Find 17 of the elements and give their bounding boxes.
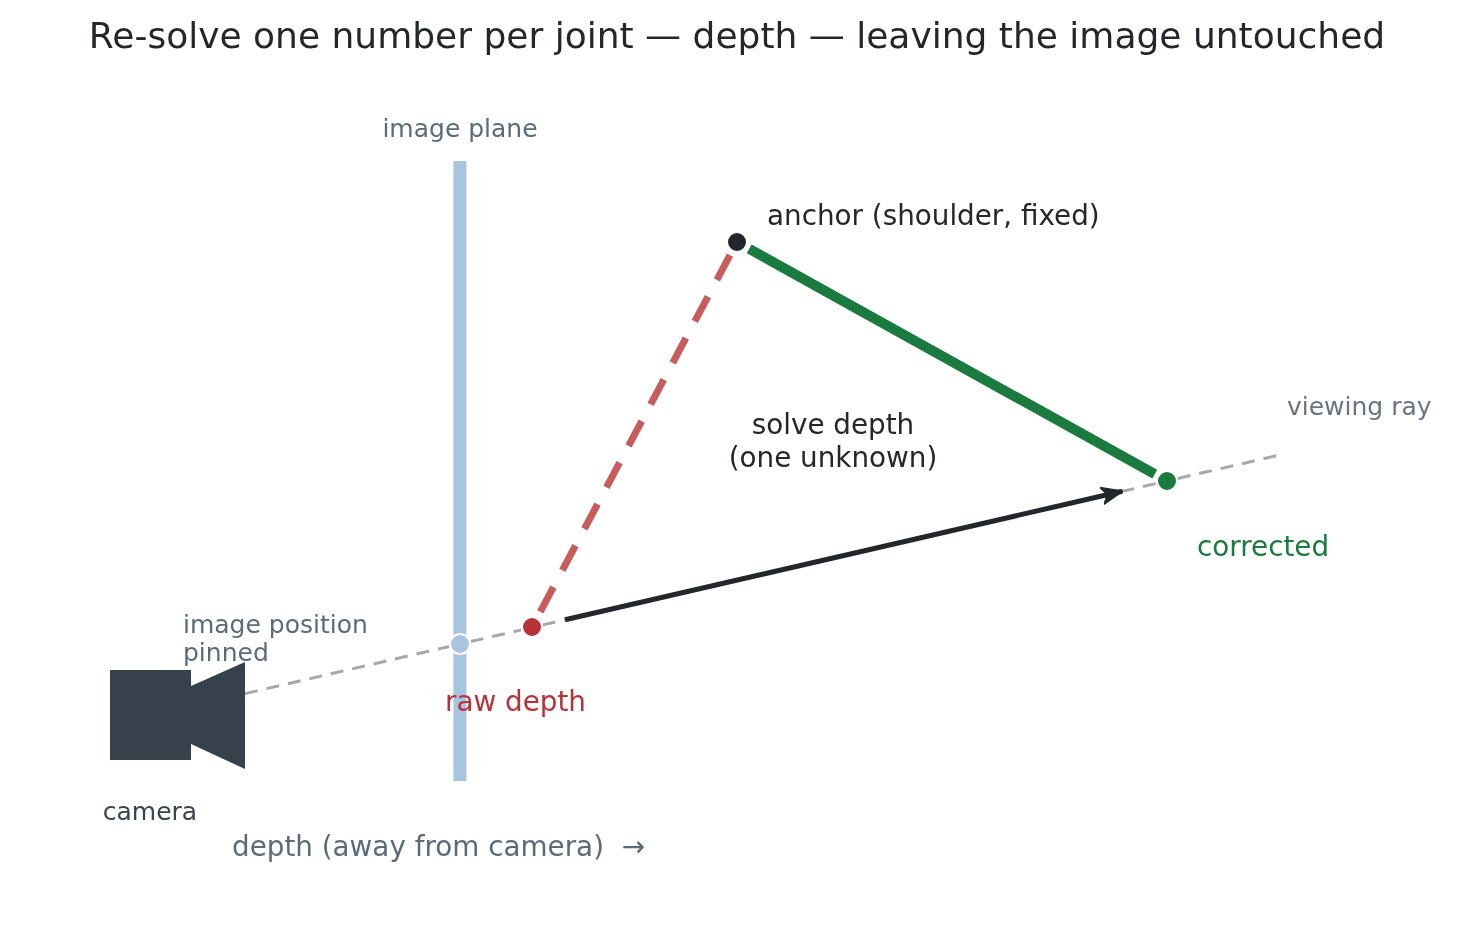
annotation-text: solve depth (one unknown)	[727, 407, 939, 474]
point-label: raw depth	[445, 684, 586, 718]
ray-label: viewing ray	[1287, 392, 1432, 422]
plane-label: image plane	[382, 114, 538, 144]
point-label: camera	[102, 797, 198, 827]
diagram-title: Re-solve one number per joint — depth — leaving the image untouched	[88, 14, 1386, 58]
dashed-ray-line	[1177, 453, 1279, 480]
dashed-ray-line	[244, 645, 450, 696]
thick-line	[746, 244, 1158, 479]
point-marker	[1156, 470, 1178, 492]
dashed-ray-line	[470, 628, 522, 643]
point-label: corrected	[1197, 529, 1330, 563]
point-label: image position pinned	[183, 611, 369, 667]
axis-label: depth (away from camera) →	[232, 829, 645, 863]
dashed-line	[535, 253, 734, 616]
point-label: anchor (shoulder, fixed)	[767, 198, 1100, 232]
point-marker	[726, 231, 748, 253]
